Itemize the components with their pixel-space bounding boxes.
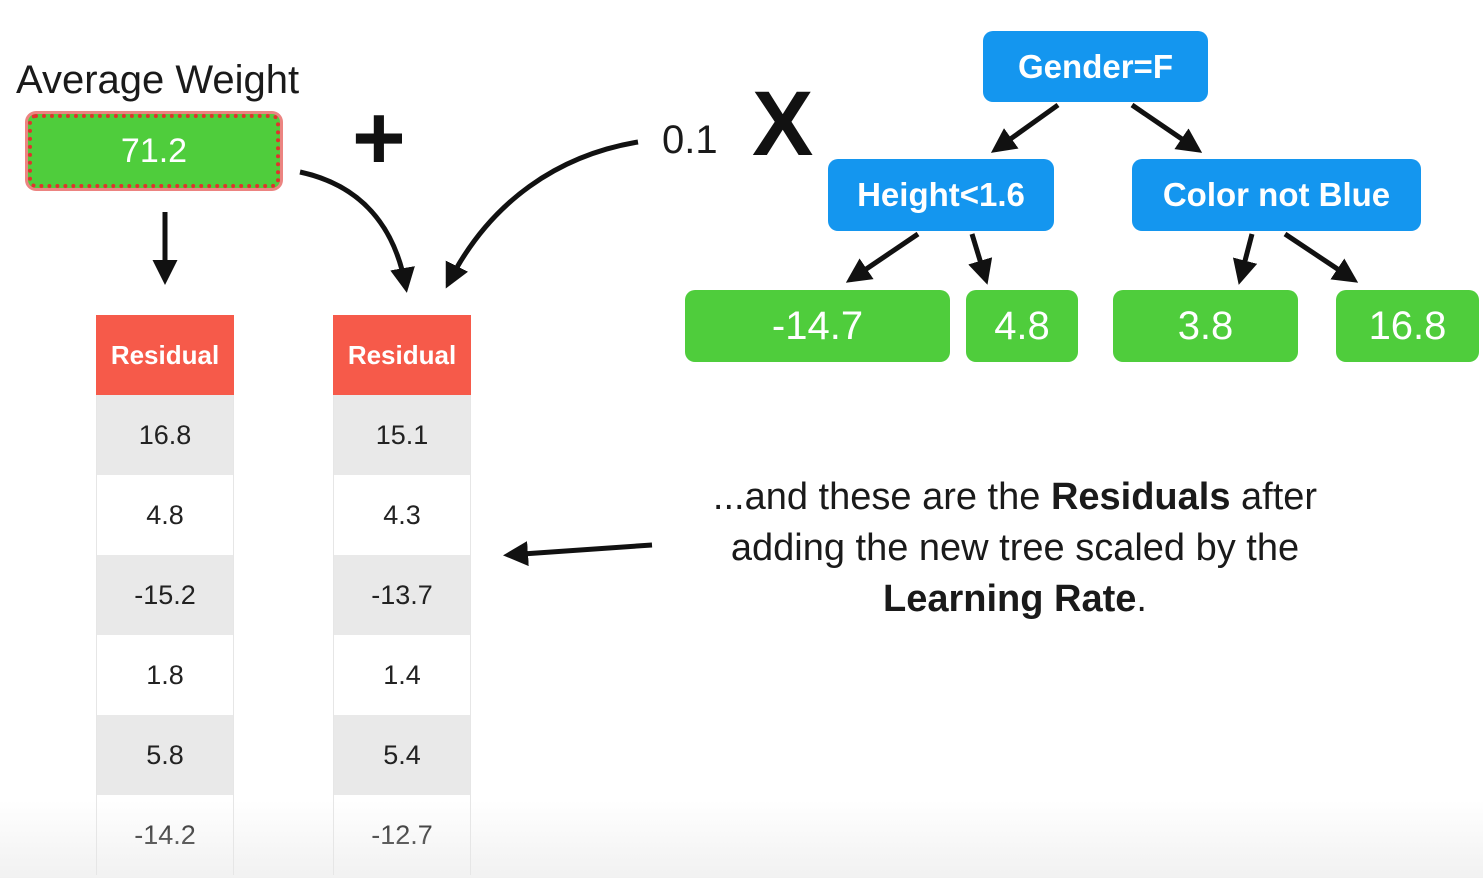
edge-right-leaf3: [1232, 233, 1258, 285]
tree-right-node: Color not Blue: [1132, 159, 1421, 231]
caption-text: ...and these are the Residuals after add…: [665, 472, 1365, 625]
tree-left-node: Height<1.6: [828, 159, 1054, 231]
table-cell: -13.7: [333, 555, 471, 635]
caption-bold: Learning Rate: [883, 578, 1137, 620]
edge-right-leaf4: [1283, 231, 1359, 283]
edge-left-leaf2: [968, 233, 993, 285]
table-cell: 4.8: [96, 475, 234, 555]
table-cell: 5.4: [333, 715, 471, 795]
tree-leaf: 4.8: [966, 290, 1078, 362]
tree-root-node: Gender=F: [983, 31, 1208, 102]
table-cell: -12.7: [333, 795, 471, 875]
plus-sign: +: [352, 87, 406, 189]
edge-root-left: [990, 102, 1060, 153]
caption-bold: Residuals: [1050, 476, 1231, 518]
table-cell: 15.1: [333, 395, 471, 475]
table-cell: 1.8: [96, 635, 234, 715]
times-sign: X: [752, 73, 814, 175]
caption-part: ...and these are the: [712, 476, 1051, 518]
residual-table-old: Residual 16.8 4.8 -15.2 1.8 5.8 -14.2: [96, 315, 234, 875]
table-header: Residual: [96, 315, 234, 395]
table-cell: 5.8: [96, 715, 234, 795]
average-weight-box: 71.2: [28, 114, 280, 188]
table-cell: 4.3: [333, 475, 471, 555]
caption-part: .: [1136, 578, 1147, 620]
edge-left-leaf1: [845, 231, 920, 283]
table-cell: -15.2: [96, 555, 234, 635]
edge-root-right: [1130, 102, 1203, 153]
arrow-lr-to-new: [445, 139, 639, 289]
table-cell: -14.2: [96, 795, 234, 875]
table-cell: 16.8: [96, 395, 234, 475]
table-cell: 1.4: [333, 635, 471, 715]
average-weight-title: Average Weight: [16, 58, 300, 102]
arrow-avg-to-new: [299, 169, 415, 293]
residual-table-new: Residual 15.1 4.3 -13.7 1.4 5.4 -12.7: [333, 315, 471, 875]
learning-rate-value: 0.1: [662, 118, 718, 162]
arrow-caption-to-table: [503, 541, 653, 567]
tree-leaf: 3.8: [1113, 290, 1298, 362]
tree-leaf: 16.8: [1336, 290, 1479, 362]
caption-part: after adding the new tree scaled by the: [730, 476, 1318, 569]
table-header: Residual: [333, 315, 471, 395]
tree-leaf: -14.7: [685, 290, 950, 362]
